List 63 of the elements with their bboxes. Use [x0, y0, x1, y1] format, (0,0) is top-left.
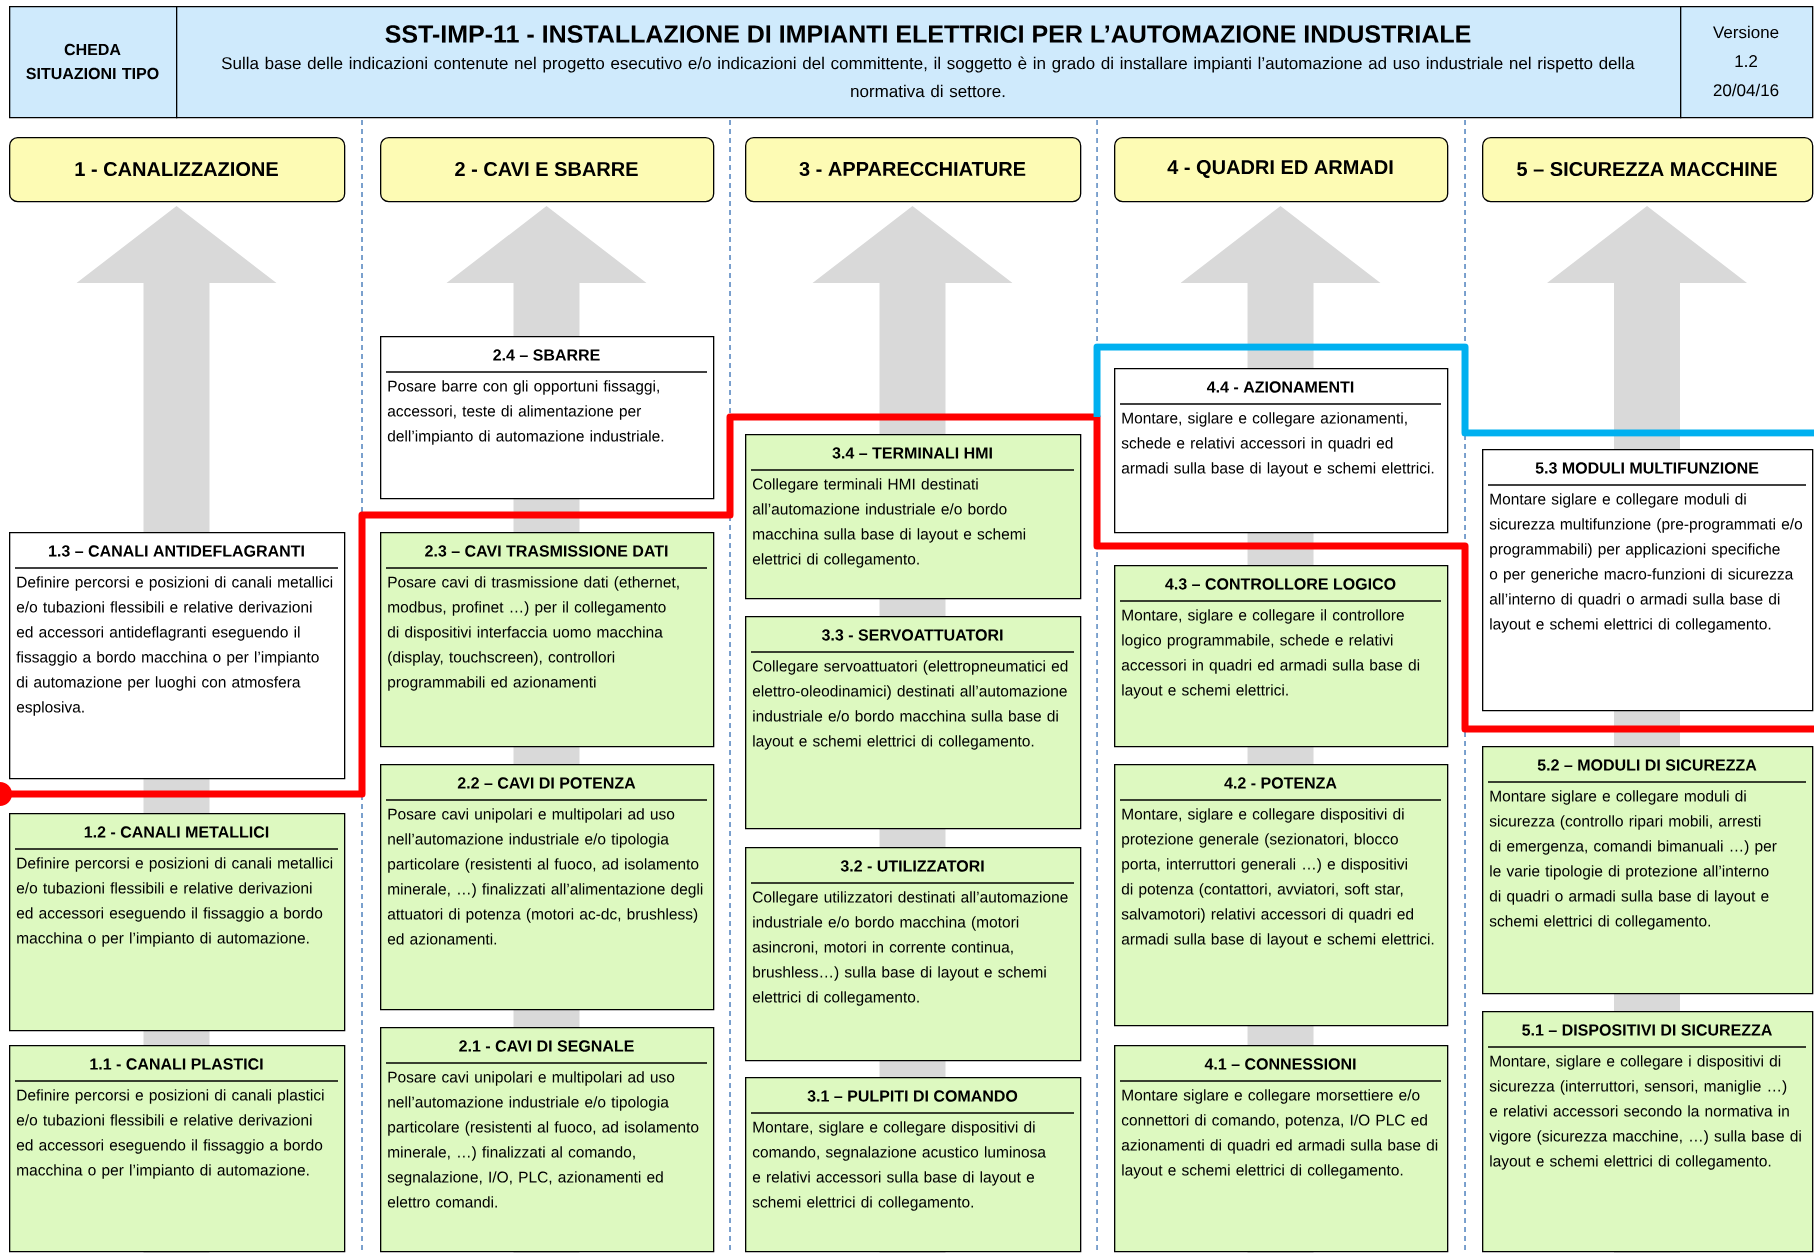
box-heading: 5.2 – MODULI DI SICUREZZA — [1537, 759, 1757, 771]
column-header: 2 - CAVI E SBARRE — [380, 137, 715, 203]
task-box — [745, 616, 1082, 830]
box-text: Collegare utilizzatori destinati all’automazione industriale e/o bordo macchina (motori asincroni, motori in corrente continua, brushless…) sulla base di layout e schemi elettrici di collegamento. — [752, 891, 1068, 1006]
box-text: Montare siglare e collegare moduli di sicurezza (controllo ripari mobili, arresti di emergenza, comandi bimanuali …) per le varie tipologie di protezione all’interno di quadri o armadi sulla base di layout e schemi elettrici di collegamento. — [1489, 790, 1777, 930]
box-text: Posare barre con gli opportuni fissaggi, accessori, teste di alimentazione per dell’impianto di automazione industriale. — [387, 380, 664, 445]
column-header: 5 – SICUREZZA MACCHINE — [1482, 137, 1814, 203]
task-box — [1114, 565, 1449, 748]
column-header: 3 - APPARECCHIATURE — [745, 137, 1082, 203]
box-heading: 5.3 MODULI MULTIFUNZIONE — [1535, 462, 1759, 474]
box-heading: 1.3 – CANALI ANTIDEFLAGRANTI — [49, 545, 304, 557]
task-box — [1114, 1045, 1449, 1253]
header-cell: CHEDA SITUAZIONI TIPO — [9, 6, 178, 119]
column-header: 1 - CANALIZZAZIONE — [9, 137, 346, 203]
box-heading: 4.4 - AZIONAMENTI — [1206, 381, 1354, 393]
box-text: Definire percorsi e posizioni di canali metallici e/o tubazioni flessibili e relative derivazioni ed accessori antideflagranti eseguendo il fissaggio a bordo macchina o per l’impianto di automazione per luoghi con atmosfera esplosiva. — [16, 576, 333, 716]
task-box — [1114, 368, 1449, 534]
box-text: Definire percorsi e posizioni di canali metallici e/o tubazioni flessibili e relative derivazioni ed accessori eseguendo il fissaggio a bordo macchina o per l’impianto di automazione. — [16, 857, 333, 947]
box-heading: 1.1 - CANALI PLASTICI — [90, 1058, 263, 1070]
task-box — [9, 1045, 346, 1253]
box-heading: 4.1 – CONNESSIONI — [1204, 1058, 1356, 1070]
box-text: Posare cavi unipolari e multipolari ad uso nell’automazione industriale e/o tipologia particolare (resistenti al fuoco, ad isolamento minerale, …) finalizzati al comando, segnalazione, I/O, PLC, azionamenti ed elettro comandi. — [387, 1071, 699, 1208]
box-heading: 5.1 – DISPOSITIVI DI SICUREZZA — [1522, 1024, 1772, 1036]
box-heading: 3.1 – PULPITI DI COMANDO — [807, 1090, 1018, 1102]
box-heading: 3.3 - SERVOATTUATORI — [821, 629, 1003, 641]
version-cell: Versione 1.2 20/04/16 — [1680, 6, 1814, 119]
subtitle: Sulla base delle indicazioni contenute nel progetto esecutivo e/o indicazioni del committente, il soggetto è in grado di installare impianti l’automazione ad uso industriale nel rispetto della normativa di settore. — [221, 56, 1635, 98]
box-heading: 3.2 - UTILIZZATORI — [840, 860, 984, 872]
box-text: Montare, siglare e collegare dispositivi di protezione generale (sezionatori, blocco porta, interruttori generali …) e dispositivi di potenza (contattori, avviatori, soft star, salvamotori) relativi accessori di quadri ed armadi sulla base di layout e schemi elettrici. — [1121, 808, 1434, 948]
box-heading: 2.4 – SBARRE — [493, 349, 600, 361]
box-text: Montare, siglare e collegare dispositivi di comando, segnalazione acustico luminosa e relativi accessori sulla base di layout e schemi elettrici di collegamento. — [752, 1121, 1046, 1211]
box-text: Definire percorsi e posizioni di canali plastici e/o tubazioni flessibili e relative derivazioni ed accessori eseguendo il fissaggio a bordo macchina o per l’impianto di automazione. — [16, 1089, 324, 1179]
box-heading: 3.4 – TERMINALI HMI — [832, 447, 992, 459]
task-box — [1482, 449, 1814, 712]
task-box — [745, 434, 1082, 600]
column-header: 4 - QUADRI ED ARMADI — [1114, 137, 1449, 203]
task-box — [380, 336, 715, 500]
box-text: Collegare servoattuatori (elettropneumatici ed elettro-oleodinamici) destinati all’automazione industriale e/o bordo macchina sulla base di layout e schemi elettrici di collegamento. — [752, 660, 1068, 750]
box-heading: 1.2 - CANALI METALLICI — [84, 826, 269, 838]
box-text: Montare, siglare e collegare il controllore logico programmabile, schede e relativi accessori in quadri ed armadi sulla base di layout e schemi elettrici. — [1121, 609, 1420, 699]
task-box — [9, 532, 346, 780]
box-text: Posare cavi di trasmissione dati (ethernet, modbus, profinet …) per il collegamento di dispositivi interfaccia uomo macchina (display, touchscreen), controllori programmabili ed azionamenti — [387, 576, 679, 691]
box-text: Montare, siglare e collegare i dispositivi di sicurezza (interruttori, sensori, maniglie …) e relativi accessori secondo la normativa in vigore (sicurezza macchine, …) sulla base di layout e schemi elettrici di collegamento. — [1489, 1055, 1801, 1170]
task-box — [380, 1027, 715, 1253]
task-box — [1482, 746, 1814, 995]
task-box — [380, 764, 715, 1011]
box-heading: 4.3 – CONTROLLORE LOGICO — [1165, 578, 1396, 590]
box-heading: 2.2 – CAVI DI POTENZA — [457, 777, 636, 789]
box-heading: 2.1 - CAVI DI SEGNALE — [459, 1040, 634, 1052]
task-box — [9, 813, 346, 1032]
box-text: Posare cavi unipolari e multipolari ad uso nell’automazione industriale e/o tipologia particolare (resistenti al fuoco, ad isolamento minerale, …) finalizzati all’alimentazione degli attuatori di potenza (motori ac-dc, brushless) ed azionamenti. — [387, 808, 703, 945]
task-box — [1482, 1011, 1814, 1253]
title: SST-IMP-11 - INSTALLAZIONE DI IMPIANTI ELETTRICI PER L’AUTOMAZIONE INDUSTRIALE — [385, 25, 1471, 43]
task-box — [380, 532, 715, 748]
box-heading: 2.3 – CAVI TRASMISSIONE DATI — [425, 545, 668, 557]
box-heading: 4.2 - POTENZA — [1224, 777, 1337, 789]
box-text: Montare siglare e collegare moduli di sicurezza multifunzione (pre-programmati e/o programmabili) per applicazioni specifiche o per generiche macro-funzioni di sicurezza all’interno di quadri o armadi sulla base di layout e schemi elettrici di collegamento. — [1489, 493, 1803, 633]
task-box — [745, 1077, 1082, 1253]
box-text: Montare siglare e collegare morsettiere e/o connettori di comando, potenza, I/O PLC ed azionamenti di quadri ed armadi sulla base di layout e schemi elettrici di collegamento. — [1121, 1089, 1438, 1179]
task-box — [745, 847, 1082, 1062]
box-text: Collegare terminali HMI destinati all’automazione industriale e/o bordo macchina sulla base di layout e schemi elettrici di collegamento. — [752, 478, 1026, 568]
task-box — [1114, 764, 1449, 1027]
box-text: Montare, siglare e collegare azionamenti, schede e relativi accessori in quadri ed armadi sulla base di layout e schemi elettrici. — [1121, 412, 1434, 477]
